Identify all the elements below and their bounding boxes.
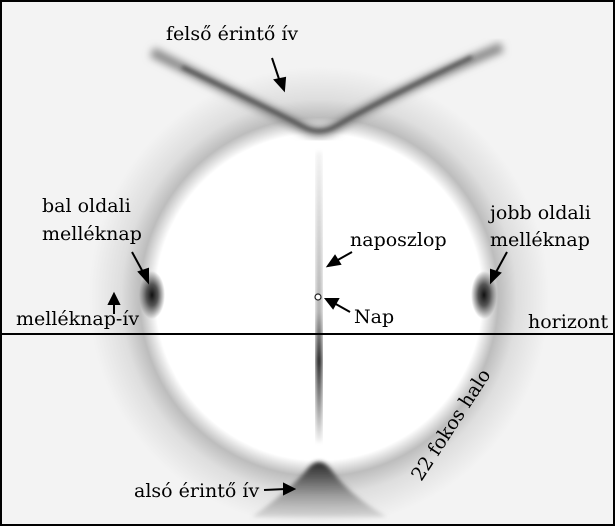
label-left-sundog-line2: melléknap <box>42 223 142 245</box>
arrow-sun-pillar-head <box>325 254 342 268</box>
arrow-left-sundog-head <box>137 267 149 285</box>
arrow-sun-pillar <box>335 251 353 262</box>
label-left-sundog-line1: bal oldali <box>42 195 131 217</box>
label-parhelic-circle: melléknap-ív <box>16 308 140 330</box>
label-upper-tangent-arc: felső érintő ív <box>166 23 299 45</box>
arrow-sun <box>333 302 351 313</box>
arrow-right-sundog <box>494 251 508 275</box>
label-right-sundog-line1: jobb oldali <box>490 202 591 224</box>
label-sun: Nap <box>354 306 395 328</box>
label-horizon: horizont <box>528 311 609 333</box>
label-sun-pillar: naposzlop <box>350 229 447 251</box>
label-lower-tangent-arc: alsó érintő ív <box>134 480 260 502</box>
arrow-parhelic-circle-head <box>107 291 121 305</box>
arrow-right-sundog-head <box>490 268 502 285</box>
sun-disk <box>314 293 322 301</box>
arrow-sun-head <box>323 298 340 310</box>
arrow-upper-tangent-arc-head <box>273 76 287 93</box>
upper-tangent-arc <box>181 55 473 133</box>
arrows <box>107 57 508 496</box>
arrow-lower-tangent-arc <box>263 488 287 491</box>
lower-tangent-arc <box>252 462 387 517</box>
arrow-upper-tangent-arc <box>271 57 281 83</box>
arrow-lower-tangent-arc-head <box>283 482 297 496</box>
label-right-sundog-line2: melléknap <box>490 229 590 251</box>
left-sundog <box>139 271 165 319</box>
